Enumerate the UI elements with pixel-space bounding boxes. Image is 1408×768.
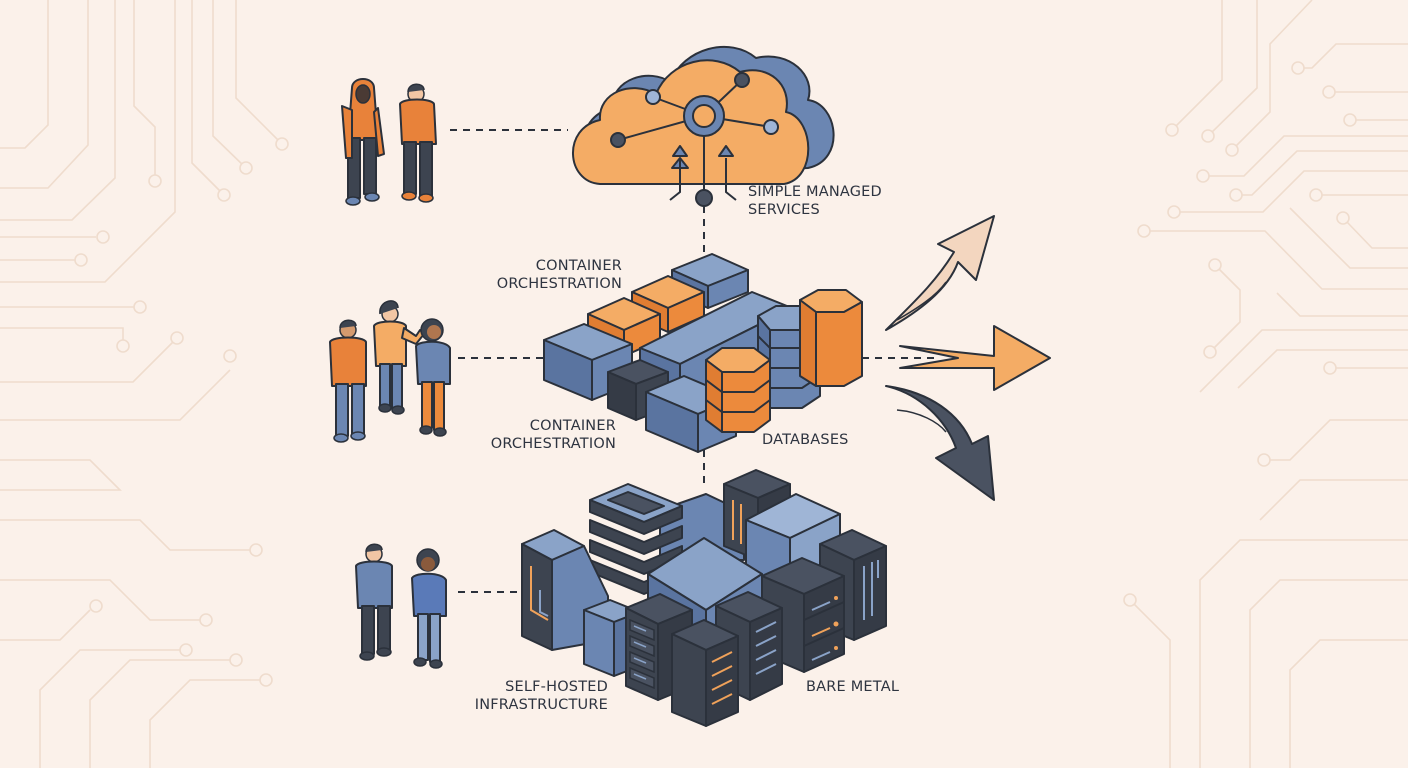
database-cylinder-orange [705,347,771,433]
label-container-orchestration-bottom-1: CONTAINER [530,418,616,434]
circuit-traces-left [0,0,289,768]
label-databases: DATABASES [762,432,849,448]
container-orchestration-cluster: CONTAINER ORCHESTRATION CONTAINER ORCHES… [491,253,863,453]
label-self-hosted-1: SELF-HOSTED [505,679,608,695]
label-container-orchestration-top-1: CONTAINER [536,258,622,274]
label-container-orchestration-bottom-2: ORCHESTRATION [491,436,616,452]
network-icon [610,72,779,207]
database-cylinder-orange [799,289,863,387]
arrow-down-icon [885,385,995,501]
label-bare-metal: BARE METAL [806,679,899,695]
label-container-orchestration-top-2: ORCHESTRATION [497,276,622,292]
person [329,319,367,443]
label-simple-managed-services-line2: SERVICES [748,202,820,218]
person [411,548,447,669]
circuit-traces-right [1123,0,1408,768]
person [355,543,393,661]
person [415,318,451,437]
arrow-right-icon [899,325,1051,391]
self-hosted-server-cluster: SELF-HOSTED INFRASTRUCTURE BARE METAL [475,469,899,727]
person [373,300,425,415]
server-stack-dark [761,557,845,673]
label-self-hosted-2: INFRASTRUCTURE [475,697,608,713]
arrow-up-icon [885,215,995,331]
outcome-arrows [885,215,1051,501]
person [399,83,437,203]
connectors [450,129,935,593]
managed-services-cloud: SIMPLE MANAGED SERVICES [572,45,882,218]
container-block-orange [631,275,705,333]
server-rack [671,619,739,727]
person [341,78,385,206]
label-simple-managed-services-line1: SIMPLE MANAGED [748,184,882,200]
